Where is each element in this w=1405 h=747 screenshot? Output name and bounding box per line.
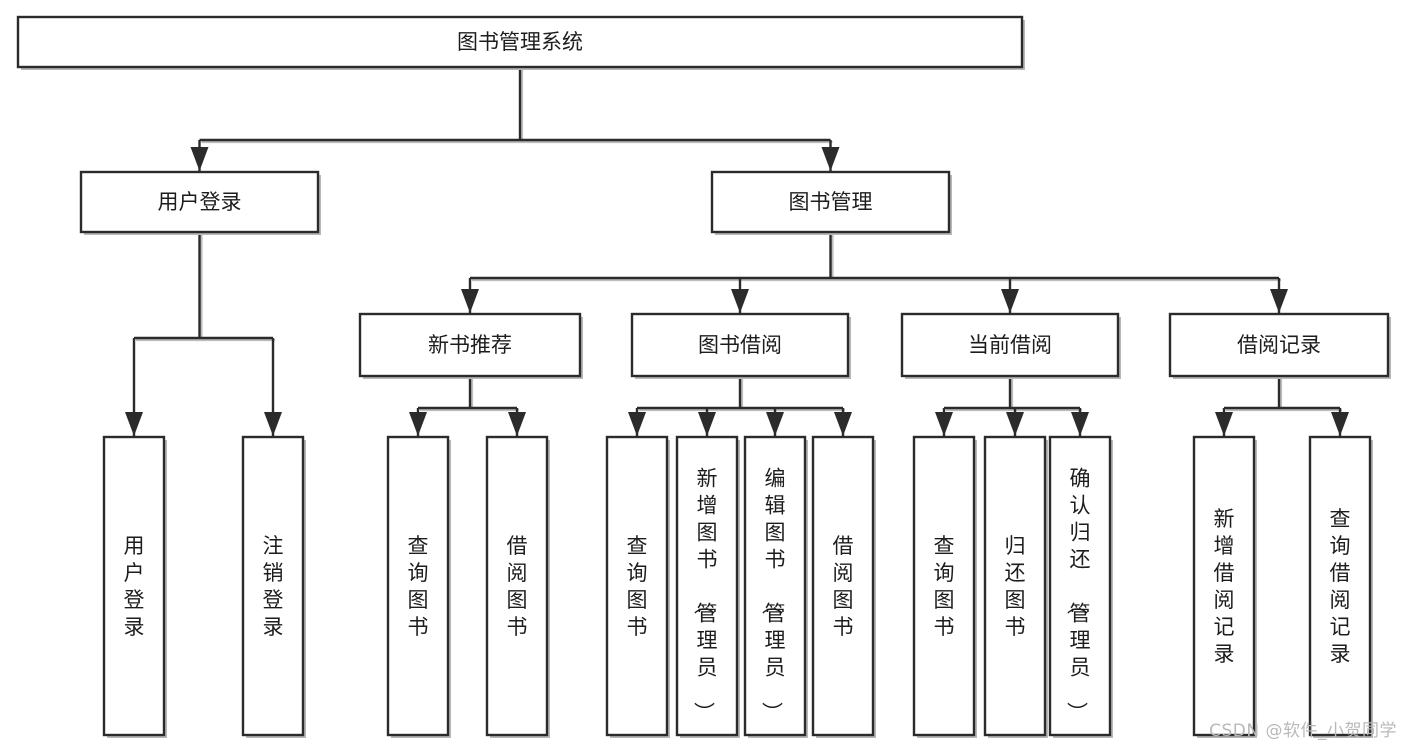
node-leaf-11[interactable]: 新增借阅记录: [1192, 435, 1257, 738]
node-leaf-1[interactable]: 注销登录: [241, 435, 306, 738]
node-rect: [1168, 312, 1390, 378]
node-label: 新增借阅记录: [1214, 507, 1235, 666]
node-label: 查询图书: [627, 534, 648, 639]
node-label: 图书管理系统: [457, 30, 583, 54]
node-label: 查询借阅记录: [1330, 507, 1351, 666]
node-label: 归还图书: [1005, 534, 1026, 639]
node-label: 新书推荐: [428, 333, 512, 357]
node-rect: [241, 435, 305, 737]
node-rect: [710, 170, 951, 234]
node-leaf-2[interactable]: 查询图书: [386, 435, 451, 738]
node-label: 注销登录: [263, 534, 284, 639]
node-leaf-3[interactable]: 借阅图书: [485, 435, 550, 738]
node-label: 确认归还（管理员）: [1065, 467, 1091, 723]
node-label: 图书管理: [789, 190, 873, 214]
node-root-图书管理系统[interactable]: 图书管理系统: [16, 15, 1025, 70]
node-leaf-5[interactable]: 新增图书（管理员）: [675, 435, 740, 738]
node-label: 图书借阅: [698, 333, 782, 357]
node-rect: [358, 312, 582, 378]
node-label: 当前借阅: [968, 333, 1052, 357]
node-rect: [1048, 435, 1112, 737]
node-label: 用户登录: [158, 190, 242, 214]
node-level3-1[interactable]: 图书借阅: [630, 312, 851, 379]
node-label: 查询图书: [934, 534, 955, 639]
node-level3-2[interactable]: 当前借阅: [900, 312, 1121, 379]
node-rect: [485, 435, 549, 737]
node-label: 借阅记录: [1237, 333, 1321, 357]
node-label: 借阅图书: [833, 534, 854, 639]
node-label: 新增图书（管理员）: [692, 467, 718, 723]
node-rect: [605, 435, 669, 737]
node-level2-1[interactable]: 图书管理: [710, 170, 952, 235]
node-rect: [386, 435, 450, 737]
node-rect: [79, 170, 320, 234]
node-level2-0[interactable]: 用户登录: [79, 170, 321, 235]
node-leaf-4[interactable]: 查询图书: [605, 435, 670, 738]
node-leaf-12[interactable]: 查询借阅记录: [1308, 435, 1373, 738]
node-rect: [983, 435, 1047, 737]
node-label: 用户登录: [124, 534, 145, 639]
node-label: 编辑图书（管理员）: [760, 467, 786, 723]
node-label: 查询图书: [408, 534, 429, 639]
node-leaf-0[interactable]: 用户登录: [102, 435, 167, 738]
node-label: 借阅图书: [507, 534, 528, 639]
node-leaf-9[interactable]: 归还图书: [983, 435, 1048, 738]
node-rect: [811, 435, 875, 737]
node-leaf-8[interactable]: 查询图书: [912, 435, 977, 738]
node-rect: [912, 435, 976, 737]
node-level3-3[interactable]: 借阅记录: [1168, 312, 1391, 379]
node-rect: [1308, 435, 1372, 737]
node-rect: [900, 312, 1120, 378]
node-leaf-7[interactable]: 借阅图书: [811, 435, 876, 738]
node-rect: [675, 435, 739, 737]
node-rect: [630, 312, 850, 378]
node-rect: [743, 435, 807, 737]
node-rect: [102, 435, 166, 737]
node-rect: [1192, 435, 1256, 737]
node-rect: [16, 15, 1024, 69]
node-leaf-10[interactable]: 确认归还（管理员）: [1048, 435, 1113, 738]
node-leaf-6[interactable]: 编辑图书（管理员）: [743, 435, 808, 738]
node-level3-0[interactable]: 新书推荐: [358, 312, 583, 379]
